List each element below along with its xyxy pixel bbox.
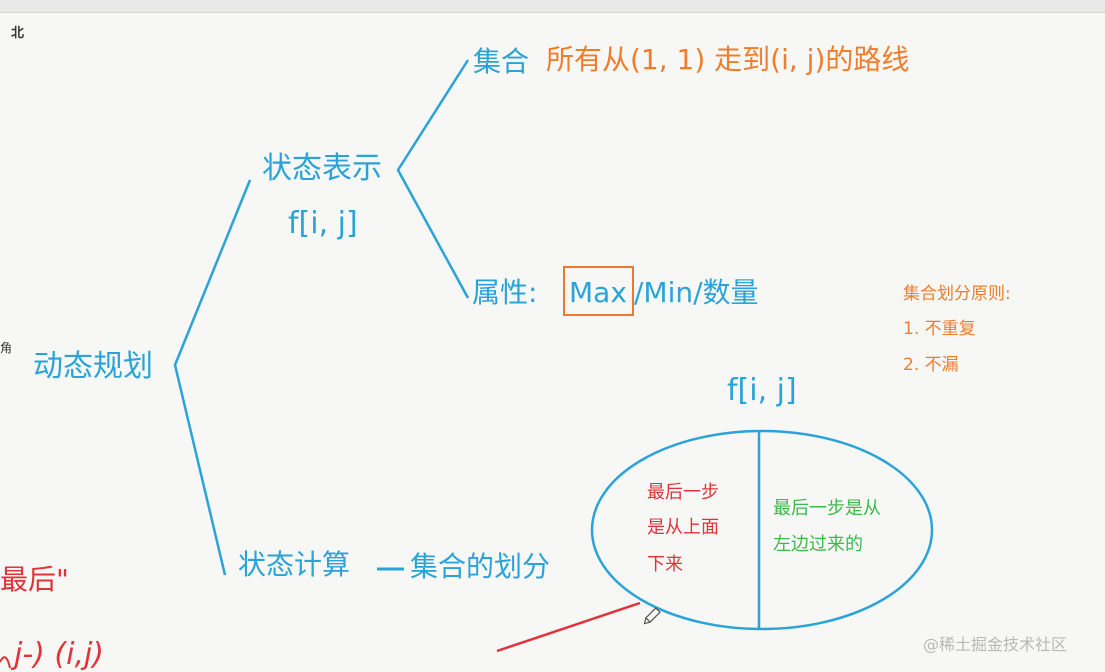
principles-item-2: 2. 不漏: [903, 355, 959, 375]
state-repr-label: 状态表示: [262, 151, 382, 186]
state-calc-label: 状态计算: [238, 548, 351, 581]
set-desc: 所有从(1, 1) 走到(i, j)的路线: [546, 43, 910, 76]
state-calc-desc: 集合的划分: [410, 550, 551, 583]
max-highlight-box: [563, 266, 634, 316]
state-repr-formula: f[i, j]: [288, 206, 358, 241]
principles-item-1: 1. 不重复: [903, 319, 976, 339]
partition-title: f[i, j]: [727, 373, 797, 408]
state-repr-bracket: [396, 59, 470, 299]
attr-highlight: Max: [569, 276, 627, 309]
partition-ellipse: [590, 429, 934, 631]
edge-fragment-bottom: 最后": [0, 563, 69, 596]
window-top-strip: [0, 0, 1105, 13]
ellipse-left-line-2: 是从上面: [647, 517, 719, 538]
attr-rest: /Min/数量: [634, 276, 759, 309]
ellipse-left-line-3: 下来: [647, 554, 683, 575]
red-arc-left: [0, 656, 11, 669]
principles-title: 集合划分原则:: [903, 284, 1011, 304]
root-bracket: [173, 179, 252, 576]
pencil-icon: [643, 607, 661, 625]
edge-fragment-top: 北: [11, 26, 25, 41]
set-label: 集合: [473, 45, 530, 78]
root-label: 动态规划: [33, 349, 153, 384]
ellipse-right-line-2: 左边过来的: [773, 534, 863, 555]
edge-fragment-formula: j-) (i,j): [14, 637, 105, 672]
ellipse-left-line-1: 最后一步: [647, 482, 719, 503]
ellipse-right-line-1: 最后一步是从: [773, 498, 881, 519]
attr-label: 属性:: [472, 276, 538, 309]
red-stroke: [496, 601, 641, 653]
edge-fragment-mid: 角: [0, 341, 13, 355]
watermark: @稀土掘金技术社区: [923, 635, 1068, 654]
